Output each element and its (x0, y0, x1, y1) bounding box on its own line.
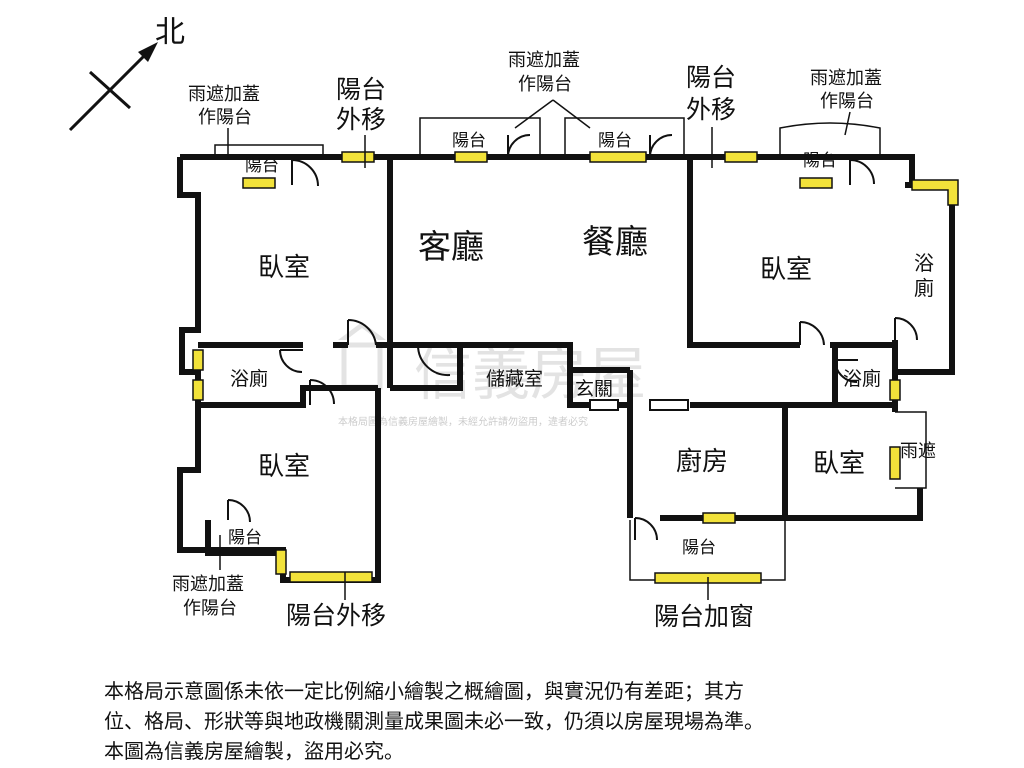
door-bedroom-nw (347, 318, 377, 346)
door-bedroom-ne (799, 320, 825, 346)
window-n1 (341, 151, 375, 163)
room-living: 客廳 (418, 227, 484, 266)
door-nw-balcony (291, 157, 319, 187)
room-canopy-e: 雨遮 (900, 441, 936, 462)
compass-cross-icon (88, 70, 132, 110)
watermark-logo-frame-icon (341, 342, 383, 390)
window-s1 (289, 571, 373, 583)
window-ne-corner (911, 179, 959, 206)
room-foyer: 玄關 (575, 378, 613, 400)
annotation-canopy-sw-1: 雨遮加蓋 (172, 574, 244, 595)
annotation-outward-e-2: 外移 (686, 95, 736, 124)
door-corridor (649, 399, 689, 411)
window-w2 (192, 379, 204, 401)
disclaimer-line-1: 本格局示意圖係未依一定比例縮小繪製之概繪圖，與實況仍有差距；其方 (104, 679, 744, 703)
door-bath-e (894, 317, 918, 341)
window-n2 (454, 151, 488, 163)
room-bedroom-nw: 臥室 (258, 253, 310, 283)
annotation-window-s: 陽台加窗 (654, 602, 754, 631)
annotation-canopy-nw-1: 雨遮加蓋 (188, 84, 260, 105)
room-labels: 臥室 客廳 餐廳 臥室 浴 廁 浴廁 儲藏室 玄關 浴廁 臥室 廚房 臥室 雨遮 (230, 222, 936, 482)
door-ne-balcony (849, 159, 875, 185)
balcony-label-nw: 陽台 (245, 156, 279, 176)
room-bedroom-se: 臥室 (813, 449, 865, 479)
window-ne-balcony (799, 177, 833, 189)
window-e2 (889, 446, 901, 480)
door-bath-c (834, 359, 858, 383)
window-n3 (589, 151, 647, 163)
door-n-balcony2 (649, 134, 673, 158)
annotation-canopy-sw-2: 作陽台 (183, 598, 237, 619)
room-bedroom-sw: 臥室 (258, 452, 310, 482)
window-nw-balcony (242, 177, 276, 189)
door-n-balcony1 (507, 134, 531, 158)
disclaimer-line-2: 位、格局、形狀等與地政機關測量成果圖未必一致，仍須以房屋現場為準。 (104, 709, 764, 733)
room-bath-e-top: 浴 (914, 251, 934, 275)
door-entry (589, 399, 619, 411)
watermark-brand: 信義房屋 (414, 340, 646, 408)
room-bedroom-ne: 臥室 (760, 255, 812, 285)
room-bath-w: 浴廁 (230, 367, 268, 390)
door-storage (416, 344, 451, 377)
annotation-canopy-ne-2: 作陽台 (820, 91, 874, 112)
room-bath-e-bottom: 廁 (914, 276, 934, 300)
disclaimer: 本格局示意圖係未依一定比例縮小繪製之概繪圖，與實況仍有差距；其方 位、格局、形狀… (104, 676, 1004, 766)
balcony-label-ne: 陽台 (803, 151, 837, 171)
window-kitchen (702, 512, 736, 524)
door-bedroom-sw (309, 379, 335, 405)
room-dining: 餐廳 (582, 222, 648, 261)
window-w1 (192, 349, 204, 371)
annotation-canopy-n-1: 雨遮加蓋 (508, 50, 580, 71)
window-e1 (889, 379, 901, 401)
annotation-labels: 雨遮加蓋 作陽台 陽台 外移 雨遮加蓋 作陽台 陽台 外移 雨遮加蓋 作陽台 雨… (172, 50, 882, 631)
compass: 北 (68, 15, 185, 132)
disclaimer-line-3: 本圖為信義房屋繪製，盜用必究。 (104, 739, 404, 763)
balcony-label-n1: 陽台 (452, 131, 486, 151)
balcony-label-sw: 陽台 (228, 528, 262, 548)
watermark: 信義房屋 本格局圖為信義房屋繪製，未經允許請勿盜用，違者必究 (338, 322, 646, 428)
north-arrowhead-icon (138, 42, 158, 62)
room-storage: 儲藏室 (486, 368, 543, 390)
balcony-labels: 陽台 陽台 陽台 陽台 陽台 陽台 (228, 131, 837, 558)
door-sw-balcony (227, 499, 251, 523)
balcony-label-s: 陽台 (682, 538, 716, 558)
annotation-outward-w-1: 陽台 (336, 75, 386, 104)
room-bath-c: 浴廁 (843, 367, 881, 390)
watermark-notice: 本格局圖為信義房屋繪製，未經允許請勿盜用，違者必究 (338, 415, 588, 428)
annotation-outward-s: 陽台外移 (286, 601, 386, 630)
annotation-outward-w-2: 外移 (336, 105, 386, 134)
annotation-pointers (219, 99, 851, 600)
room-kitchen: 廚房 (676, 447, 728, 477)
doors (227, 134, 918, 541)
door-kitchen-balcony (634, 517, 658, 541)
annotation-canopy-n-2: 作陽台 (518, 74, 572, 95)
annotation-outward-e-1: 陽台 (686, 63, 736, 92)
balcony-label-n2: 陽台 (598, 131, 632, 151)
annotation-canopy-ne-1: 雨遮加蓋 (810, 68, 882, 89)
walls (177, 154, 955, 583)
door-bath-w (279, 349, 303, 373)
annotation-canopy-nw-2: 作陽台 (198, 107, 252, 128)
window-s-corner (275, 549, 287, 575)
north-label: 北 (155, 15, 185, 50)
window-n4 (724, 151, 758, 163)
